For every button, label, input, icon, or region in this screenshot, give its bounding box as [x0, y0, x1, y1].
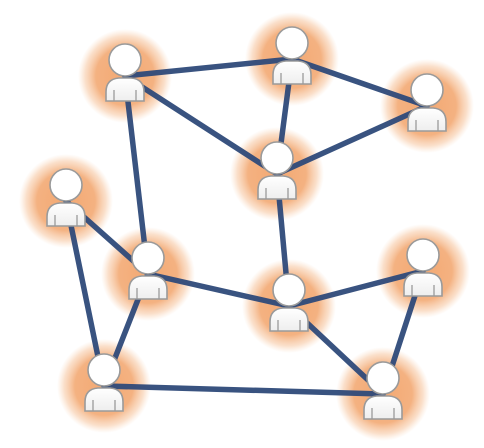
person-head [406, 238, 440, 272]
user-icon [84, 353, 124, 412]
edge-n7-n8 [286, 268, 426, 309]
user-icon [128, 241, 168, 300]
person-head [410, 73, 444, 107]
person-head [87, 353, 121, 387]
edge-n1-n6 [122, 73, 151, 277]
person-body [269, 307, 309, 332]
person-head [49, 168, 83, 202]
person-head [272, 273, 306, 307]
person-body [84, 387, 124, 412]
person-body [403, 272, 443, 297]
person-body [363, 395, 403, 420]
person-body [105, 77, 145, 102]
person-body [128, 275, 168, 300]
user-icon [363, 361, 403, 420]
edge-n1-n2 [122, 56, 295, 79]
person-body [272, 60, 312, 85]
person-body [407, 107, 447, 132]
edge-n1-n4 [122, 73, 280, 177]
person-head [366, 361, 400, 395]
edge-n3-n4 [274, 103, 430, 177]
edge-n6-n7 [145, 271, 292, 309]
node-layer [46, 26, 447, 420]
person-body [46, 202, 86, 227]
user-icon [269, 273, 309, 332]
person-body [257, 175, 297, 200]
person-head [275, 26, 309, 60]
user-icon [272, 26, 312, 85]
person-head [108, 43, 142, 77]
user-icon [257, 141, 297, 200]
person-head [260, 141, 294, 175]
user-icon [407, 73, 447, 132]
edge-n2-n3 [289, 56, 430, 109]
person-head [131, 241, 165, 275]
edge-n9-n10 [101, 383, 386, 397]
user-icon [403, 238, 443, 297]
user-icon [46, 168, 86, 227]
user-icon [105, 43, 145, 102]
halo-layer [19, 12, 474, 441]
